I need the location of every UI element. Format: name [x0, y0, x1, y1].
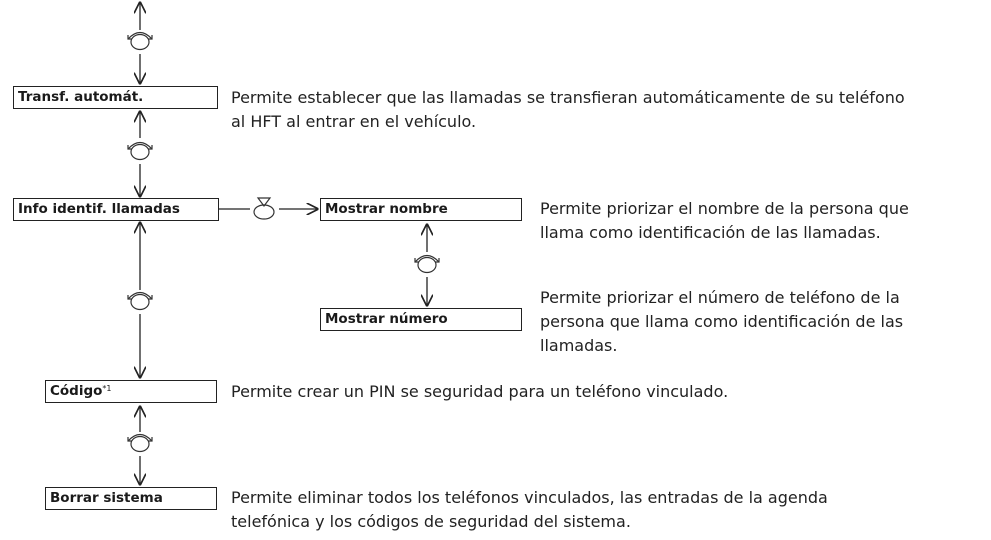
description-reset: Permite eliminar todos los teléfonos vin… — [231, 486, 828, 534]
press-selector-icon — [253, 197, 275, 220]
footnote-mark: *1 — [102, 384, 112, 393]
rotate-dial-icon — [127, 433, 153, 453]
description-show-name: Permite priorizar el nombre de la person… — [540, 197, 909, 245]
menu-item-caller-id[interactable]: Info identif. llamadas — [13, 198, 219, 221]
description-transfer: Permite establecer que las llamadas se t… — [231, 86, 905, 134]
description-line: Permite crear un PIN se seguridad para u… — [231, 382, 729, 401]
description-code: Permite crear un PIN se seguridad para u… — [231, 380, 728, 404]
description-line: llama como identificación de las llamada… — [540, 223, 881, 242]
description-line: persona que llama como identificación de… — [540, 312, 904, 331]
description-line: llamadas. — [540, 336, 618, 355]
menu-item-code[interactable]: Código*1 — [45, 380, 217, 403]
option-show-name[interactable]: Mostrar nombre — [320, 198, 522, 221]
description-line: Permite priorizar el nombre de la person… — [540, 199, 909, 218]
description-line: Permite establecer que las llamadas se t… — [231, 88, 905, 107]
menu-item-code-label: Código — [50, 383, 103, 399]
rotate-dial-icon — [127, 291, 153, 311]
description-line: telefónica y los códigos de seguridad de… — [231, 512, 631, 531]
description-line: al HFT al entrar en el vehículo. — [231, 112, 477, 131]
menu-item-reset[interactable]: Borrar sistema — [45, 487, 217, 510]
rotate-dial-icon — [127, 141, 153, 161]
rotate-dial-icon — [127, 31, 153, 51]
rotate-dial-icon — [414, 254, 440, 274]
description-line: Permite eliminar todos los teléfonos vin… — [231, 488, 828, 507]
description-show-number: Permite priorizar el número de teléfono … — [540, 286, 903, 358]
menu-item-transfer[interactable]: Transf. automát. — [13, 86, 218, 109]
option-show-number[interactable]: Mostrar número — [320, 308, 522, 331]
description-line: Permite priorizar el número de teléfono … — [540, 288, 900, 307]
